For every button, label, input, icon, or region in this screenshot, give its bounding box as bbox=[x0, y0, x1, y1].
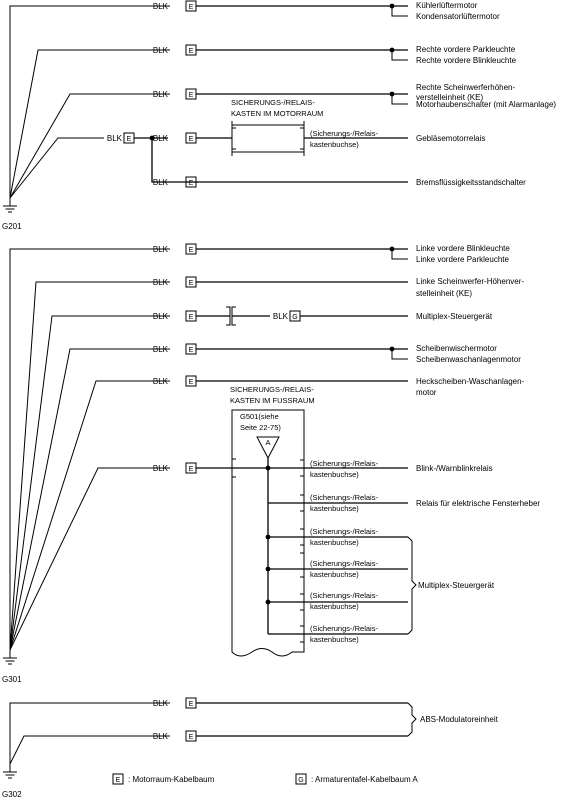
component-c3-line2: verstelleinheit (KE) bbox=[416, 93, 483, 102]
component-c3-line1: Rechte Scheinwerferhöhen- bbox=[416, 83, 516, 92]
component-c8: Multiplex-Steuergerät bbox=[416, 312, 493, 321]
connector-e-label: E bbox=[189, 180, 194, 187]
socket-label-line1: (Sicherungs-/Relais- bbox=[310, 459, 378, 468]
abs-bracket bbox=[407, 702, 417, 737]
wire-color-label: BLK bbox=[153, 245, 169, 254]
legend-e-text: : Motorraum-Kabelbaum bbox=[128, 775, 215, 784]
wire-color-label: BLK bbox=[153, 2, 169, 11]
component-c10-line1: Heckscheiben-Waschanlagen- bbox=[416, 377, 525, 386]
connector-e-label: E bbox=[127, 136, 132, 143]
ground-g201-label: G201 bbox=[2, 222, 22, 231]
connector-e-label: E bbox=[189, 247, 194, 254]
terminal-a-label: A bbox=[265, 438, 270, 447]
connector-e-label: E bbox=[189, 466, 194, 473]
g501-note-line2: Seite 22-75) bbox=[240, 423, 281, 432]
wire-color-label: BLK bbox=[107, 134, 123, 143]
multiplex-bracket bbox=[407, 536, 417, 635]
component-c9-line1: Scheibenwischermotor bbox=[416, 344, 497, 353]
connector-e-label: E bbox=[189, 4, 194, 11]
socket-label-line1: (Sicherungs-/Relais- bbox=[310, 527, 378, 536]
connector-e-label: E bbox=[189, 92, 194, 99]
component-c9-line2: Scheibenwaschanlagenmotor bbox=[416, 355, 521, 364]
connector-e-label: E bbox=[189, 379, 194, 386]
legend-g-box bbox=[295, 773, 307, 785]
section-g302: BLK E BLK E ABS-Modulatoreinheit G302 bbox=[2, 697, 499, 799]
socket-label-line2: kastenbuchse) bbox=[310, 504, 359, 513]
component-c1-line2: Kondensatorlüftermotor bbox=[416, 12, 500, 21]
socket-label-line2: kastenbuchse) bbox=[310, 470, 359, 479]
fuse-box-foot-line2: KASTEN IM FUSSRAUM bbox=[230, 396, 315, 405]
section-g201: BLK E Kühlerlüftermotor Kondensatorlüfte… bbox=[2, 0, 556, 231]
socket-label-line2: kastenbuchse) bbox=[310, 140, 359, 149]
connector-e-label: E bbox=[189, 701, 194, 708]
wire-color-label: BLK bbox=[153, 134, 169, 143]
legend-g-symbol: G bbox=[298, 777, 303, 784]
component-c1-line1: Kühlerlüftermotor bbox=[416, 1, 478, 10]
component-c2-line2: Rechte vordere Blinkleuchte bbox=[416, 56, 517, 65]
connector-e-label: E bbox=[189, 280, 194, 287]
legend: E : Motorraum-Kabelbaum G : Armaturentaf… bbox=[112, 773, 418, 785]
component-c7-line2: stelleinheit (KE) bbox=[416, 289, 472, 298]
ground-symbol bbox=[2, 771, 18, 779]
terminal-a-triangle bbox=[256, 436, 280, 460]
connector-e-label: E bbox=[189, 314, 194, 321]
component-c2-line1: Rechte vordere Parkleuchte bbox=[416, 45, 516, 54]
wire-color-label: BLK bbox=[153, 345, 169, 354]
component-c6-line2: Linke vordere Parkleuchte bbox=[416, 255, 509, 264]
fuse-box-engine-outline bbox=[231, 124, 305, 153]
legend-e-box bbox=[112, 773, 124, 785]
connector-e bbox=[185, 176, 197, 188]
ground-g301-label: G301 bbox=[2, 675, 22, 684]
wire-color-label: BLK bbox=[153, 46, 169, 55]
ground-symbol bbox=[2, 657, 18, 665]
component-c6-line1: Linke vordere Blinkleuchte bbox=[416, 244, 510, 253]
component-c3b: Motorhaubenschalter (mit Alarmanlage) bbox=[416, 100, 556, 109]
wire-color-label: BLK bbox=[153, 278, 169, 287]
component-c13: Multiplex-Steuergerät bbox=[418, 581, 495, 590]
wire-color-label: BLK bbox=[153, 699, 169, 708]
fuse-box-foot-outline bbox=[231, 409, 305, 657]
fuse-box-foot-line1: SICHERUNGS-/RELAIS- bbox=[230, 385, 314, 394]
socket-label-line2: kastenbuchse) bbox=[310, 570, 359, 579]
splice-dot bbox=[265, 465, 271, 471]
wire-color-label: BLK bbox=[153, 90, 169, 99]
g501-note-line1: G501(siehe bbox=[240, 412, 279, 421]
connector-e-label: E bbox=[189, 347, 194, 354]
wire-color-label: BLK bbox=[153, 178, 169, 187]
wire-color-label: BLK bbox=[153, 312, 169, 321]
wire-color-label: BLK bbox=[153, 377, 169, 386]
component-c14: ABS-Modulatoreinheit bbox=[420, 715, 499, 724]
component-c7-line1: Linke Scheinwerfer-Höhenver- bbox=[416, 277, 524, 286]
socket-label-line1: (Sicherungs-/Relais- bbox=[310, 129, 378, 138]
socket-label-line2: kastenbuchse) bbox=[310, 538, 359, 547]
connector-e-label: E bbox=[189, 734, 194, 741]
connector-g-label: G bbox=[292, 314, 297, 321]
connector-e-label: E bbox=[189, 136, 194, 143]
socket-label-line2: kastenbuchse) bbox=[310, 602, 359, 611]
component-c12: Relais für elektrische Fensterheber bbox=[416, 499, 540, 508]
wire-color-label: BLK bbox=[273, 312, 289, 321]
component-c10-line2: motor bbox=[416, 388, 437, 397]
ground-g302-label: G302 bbox=[2, 790, 22, 799]
legend-e-symbol: E bbox=[116, 777, 121, 784]
socket-label-line2: kastenbuchse) bbox=[310, 635, 359, 644]
section-g301: BLK E Linke vordere Blinkleuchte Linke v… bbox=[2, 243, 540, 684]
component-c4: Gebläsemotorrelais bbox=[416, 134, 485, 143]
fuse-box-engine-line2: KASTEN IM MOTORRAUM bbox=[231, 109, 323, 118]
component-c11: Blink-/Warnblinkrelais bbox=[416, 464, 493, 473]
socket-label-line1: (Sicherungs-/Relais- bbox=[310, 493, 378, 502]
legend-g-text: : Armaturentafel-Kabelbaum A bbox=[311, 775, 418, 784]
socket-label-line1: (Sicherungs-/Relais- bbox=[310, 559, 378, 568]
wire-color-label: BLK bbox=[153, 732, 169, 741]
connector-e-label: E bbox=[189, 48, 194, 55]
ground-symbol bbox=[2, 205, 18, 213]
fuse-box-engine-line1: SICHERUNGS-/RELAIS- bbox=[231, 98, 315, 107]
socket-label-line1: (Sicherungs-/Relais- bbox=[310, 591, 378, 600]
wire-color-label: BLK bbox=[153, 464, 169, 473]
component-c5: Bremsflüssigkeitsstandschalter bbox=[416, 178, 526, 187]
socket-label-line1: (Sicherungs-/Relais- bbox=[310, 624, 378, 633]
